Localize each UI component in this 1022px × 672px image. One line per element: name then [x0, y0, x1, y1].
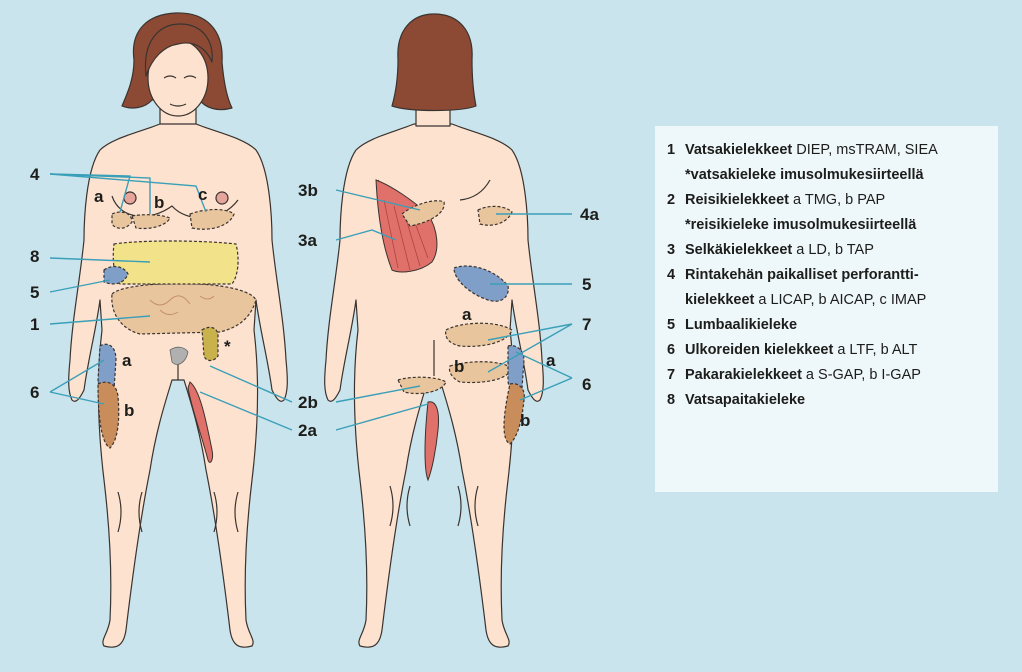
legend-title-3: Selkäkielekkeet — [685, 242, 792, 258]
lymph-node-star — [202, 327, 218, 360]
label-2a: 2a — [298, 421, 317, 440]
label-5-front: 5 — [30, 283, 39, 302]
label-4-front: 4 — [30, 165, 40, 184]
label-c-breast: c — [198, 185, 207, 204]
label-a-breast: a — [94, 187, 104, 206]
legend-num-4: 4 — [667, 263, 685, 288]
flap-8-abdominal-wall — [113, 241, 238, 284]
legend-text-7: a S-GAP, b I-GAP — [802, 367, 921, 383]
legend-subtext-4: a LICAP, b AICAP, c IMAP — [754, 292, 926, 308]
legend-num-2: 2 — [667, 188, 685, 213]
legend-sub-4: kielekkeet a LICAP, b AICAP, c IMAP — [667, 288, 998, 313]
label-7: 7 — [582, 315, 591, 334]
legend-text-3: a LD, b TAP — [792, 242, 874, 258]
legend-title-2: Reisikielekkeet — [685, 192, 789, 208]
label-4a: 4a — [580, 205, 599, 224]
flap-1-abdomen — [112, 283, 256, 334]
label-2b: 2b — [298, 393, 318, 412]
legend-title-4: Rintakehän paikalliset perforantti- — [685, 267, 919, 283]
flap-4a — [112, 212, 132, 228]
legend-text-6: a LTF, b ALT — [833, 342, 917, 358]
label-3a: 3a — [298, 231, 317, 250]
label-a-thigh-back: a — [546, 351, 556, 370]
legend-text-2: a TMG, b PAP — [789, 192, 885, 208]
body-diagram: 4 a b c 8 5 1 * a 6 b 2b 2a 3b 3a 4a 5 a… — [0, 0, 640, 672]
legend-num-7: 7 — [667, 363, 685, 388]
back-head-hair — [392, 14, 476, 111]
legend-subtext-2: *reisikieleke imusolmukesiirteellä — [685, 217, 916, 233]
legend-text-1: DIEP, msTRAM, SIEA — [792, 142, 938, 158]
legend-title-7: Pakarakielekkeet — [685, 367, 802, 383]
label-b-thigh-back: b — [520, 411, 530, 430]
legend-num-3: 3 — [667, 238, 685, 263]
label-b-breast: b — [154, 193, 164, 212]
legend-subtitle-4: kielekkeet — [685, 292, 754, 308]
label-b-gluteal: b — [454, 357, 464, 376]
legend-title-8: Vatsapaitakieleke — [685, 392, 805, 408]
back-muscle-gracilis — [425, 402, 439, 480]
legend-num-6: 6 — [667, 338, 685, 363]
legend-sub-1: *vatsakieleke imusolmukesiirteellä — [667, 163, 998, 188]
legend-num-1: 1 — [667, 138, 685, 163]
legend-title-5: Lumbaalikieleke — [685, 317, 797, 333]
back-knee-lines — [390, 486, 478, 526]
front-nipple-r — [216, 192, 228, 204]
legend-num-5: 5 — [667, 313, 685, 338]
label-a-thigh-front: a — [122, 351, 132, 370]
front-nipple-l — [124, 192, 136, 204]
flap-7-gluteal-left — [398, 377, 446, 393]
label-6-back: 6 — [582, 375, 591, 394]
label-3b: 3b — [298, 181, 318, 200]
label-b-thigh-front: b — [124, 401, 134, 420]
label-1: 1 — [30, 315, 39, 334]
legend-title-1: Vatsakielekkeet — [685, 142, 792, 158]
legend-sub-2: *reisikieleke imusolmukesiirteellä — [667, 213, 998, 238]
label-5-back: 5 — [582, 275, 591, 294]
legend-num-8: 8 — [667, 388, 685, 413]
legend-subtext-1: *vatsakieleke imusolmukesiirteellä — [685, 167, 924, 183]
label-a-gluteal: a — [462, 305, 472, 324]
label-6-front: 6 — [30, 383, 39, 402]
label-star: * — [224, 337, 231, 356]
label-8: 8 — [30, 247, 39, 266]
legend-title-6: Ulkoreiden kielekkeet — [685, 342, 833, 358]
